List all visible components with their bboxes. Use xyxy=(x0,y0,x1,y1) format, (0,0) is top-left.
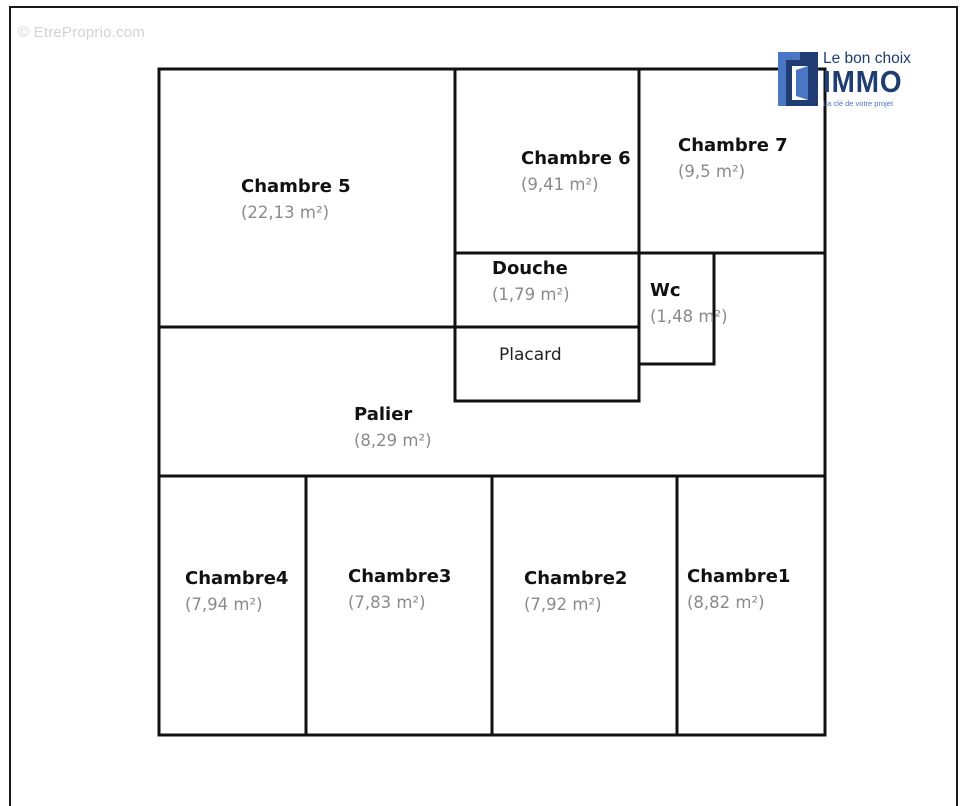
room-area: (7,94 m²) xyxy=(185,595,263,614)
room-palier: Palier (8,29 m²) xyxy=(354,404,432,450)
logo-line2: IMMO xyxy=(823,64,903,99)
room-area: (8,29 m²) xyxy=(354,431,432,450)
room-area: (9,5 m²) xyxy=(678,162,746,181)
room-area: (22,13 m²) xyxy=(241,203,330,222)
room-name: Chambre2 xyxy=(524,568,628,589)
room-name: Chambre1 xyxy=(687,566,791,587)
room-area: (1,48 m²) xyxy=(650,307,728,326)
room-chambre6: Chambre 6 (9,41 m²) xyxy=(521,148,631,194)
logo-mark-icon xyxy=(778,52,818,106)
room-name: Chambre3 xyxy=(348,566,452,587)
room-area: (8,82 m²) xyxy=(687,593,765,612)
logo-tagline: La clé de votre projet xyxy=(823,99,894,108)
room-douche: Douche (1,79 m²) xyxy=(492,258,570,304)
room-area: (9,41 m²) xyxy=(521,175,599,194)
room-chambre4: Chambre4 (7,94 m²) xyxy=(185,568,288,614)
room-chambre7: Chambre 7 (9,5 m²) xyxy=(678,135,788,181)
room-name: Placard xyxy=(499,345,562,365)
room-chambre3: Chambre3 (7,83 m²) xyxy=(348,566,451,612)
room-name: Wc xyxy=(650,280,681,301)
room-chambre5: Chambre 5 (22,13 m²) xyxy=(241,176,351,222)
watermark: © EtreProprio.com xyxy=(18,24,145,41)
room-area: (1,79 m²) xyxy=(492,285,570,304)
room-area: (7,83 m²) xyxy=(348,593,426,612)
room-name: Chambre 6 xyxy=(521,148,631,169)
image-frame xyxy=(9,6,958,806)
room-name: Douche xyxy=(492,258,568,279)
brand-logo: Le bon choix IMMO La clé de votre projet xyxy=(778,50,928,110)
room-name: Palier xyxy=(354,404,413,425)
room-area: (7,92 m²) xyxy=(524,595,602,614)
room-placard: Placard xyxy=(499,345,562,365)
logo-line1: Le bon choix xyxy=(823,50,911,67)
room-name: Chambre4 xyxy=(185,568,289,589)
room-name: Chambre 5 xyxy=(241,176,351,197)
room-chambre1: Chambre1 (8,82 m²) xyxy=(687,566,790,612)
room-wc: Wc (1,48 m²) xyxy=(650,280,728,326)
room-name: Chambre 7 xyxy=(678,135,788,156)
room-chambre2: Chambre2 (7,92 m²) xyxy=(524,568,627,614)
